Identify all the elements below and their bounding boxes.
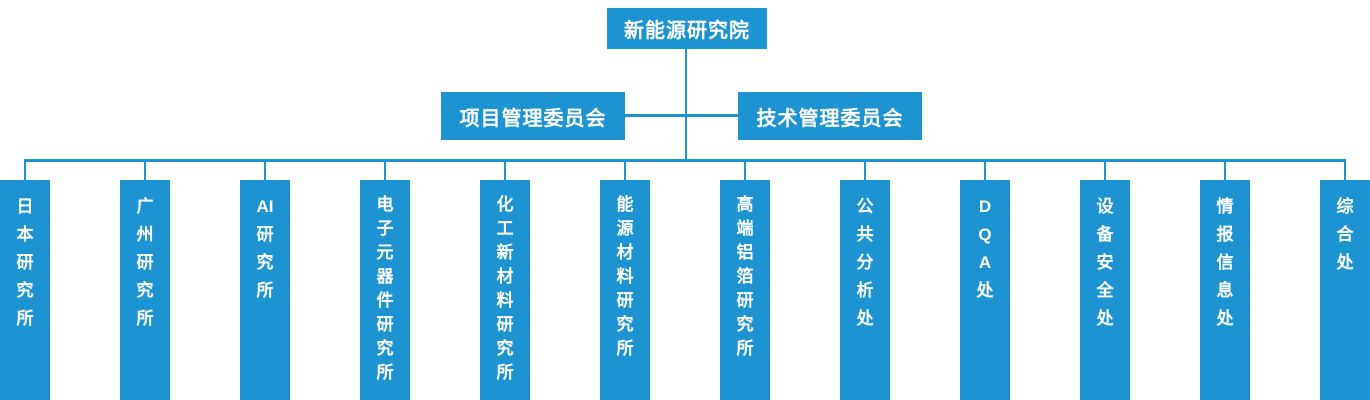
department-node: 公 共 分 析 处: [840, 180, 890, 400]
department-label: 公 共 分 析 处: [856, 197, 874, 328]
department-node: 广 州 研 究 所: [120, 180, 170, 400]
department-bus-line: [24, 159, 1346, 162]
committee-label: 技术管理委员会: [756, 107, 904, 130]
committee-node-project-management: 项目管理委员会: [441, 92, 625, 140]
department-label: 电 子 元 器 件 研 究 所: [376, 195, 394, 382]
department-node: AI 研 究 所: [240, 180, 290, 400]
department-label: 日 本 研 究 所: [16, 197, 34, 328]
connector-stub: [744, 159, 746, 180]
department-node: D Q A 处: [960, 180, 1010, 400]
root-node-label: 新能源研究院: [624, 20, 750, 42]
department-label: 综 合 处: [1336, 197, 1354, 272]
connector-stub: [1224, 159, 1226, 180]
department-node: 化 工 新 材 料 研 究 所: [480, 180, 530, 400]
department-label: 情 报 信 息 处: [1216, 197, 1234, 328]
connector-stub: [264, 159, 266, 180]
department-label: 设 备 安 全 处: [1096, 197, 1114, 328]
connector-stub: [624, 159, 626, 180]
connector-stub: [1344, 159, 1346, 180]
department-label: 广 州 研 究 所: [136, 197, 154, 328]
committee-connector-line: [625, 114, 738, 117]
department-node: 能 源 材 料 研 究 所: [600, 180, 650, 400]
department-node: 设 备 安 全 处: [1080, 180, 1130, 400]
root-connector-line: [685, 49, 687, 160]
committee-node-technical-management: 技术管理委员会: [738, 92, 922, 140]
connector-stub: [1104, 159, 1106, 180]
connector-stub: [504, 159, 506, 180]
connector-stub: [864, 159, 866, 180]
department-node: 日 本 研 究 所: [0, 180, 50, 400]
department-label: AI 研 究 所: [256, 197, 274, 300]
department-label: 化 工 新 材 料 研 究 所: [496, 195, 514, 382]
department-label: D Q A 处: [976, 197, 994, 300]
connector-stub: [24, 159, 26, 180]
connector-stub: [384, 159, 386, 180]
root-node: 新能源研究院: [607, 8, 767, 49]
committee-label: 项目管理委员会: [459, 107, 607, 130]
department-node: 高 端 铝 箔 研 究 所: [720, 180, 770, 400]
department-node: 电 子 元 器 件 研 究 所: [360, 180, 410, 400]
department-label: 能 源 材 料 研 究 所: [616, 195, 634, 358]
department-node: 综 合 处: [1320, 180, 1370, 400]
connector-stub: [984, 159, 986, 180]
department-node: 情 报 信 息 处: [1200, 180, 1250, 400]
department-label: 高 端 铝 箔 研 究 所: [736, 195, 754, 358]
connector-stub: [144, 159, 146, 180]
